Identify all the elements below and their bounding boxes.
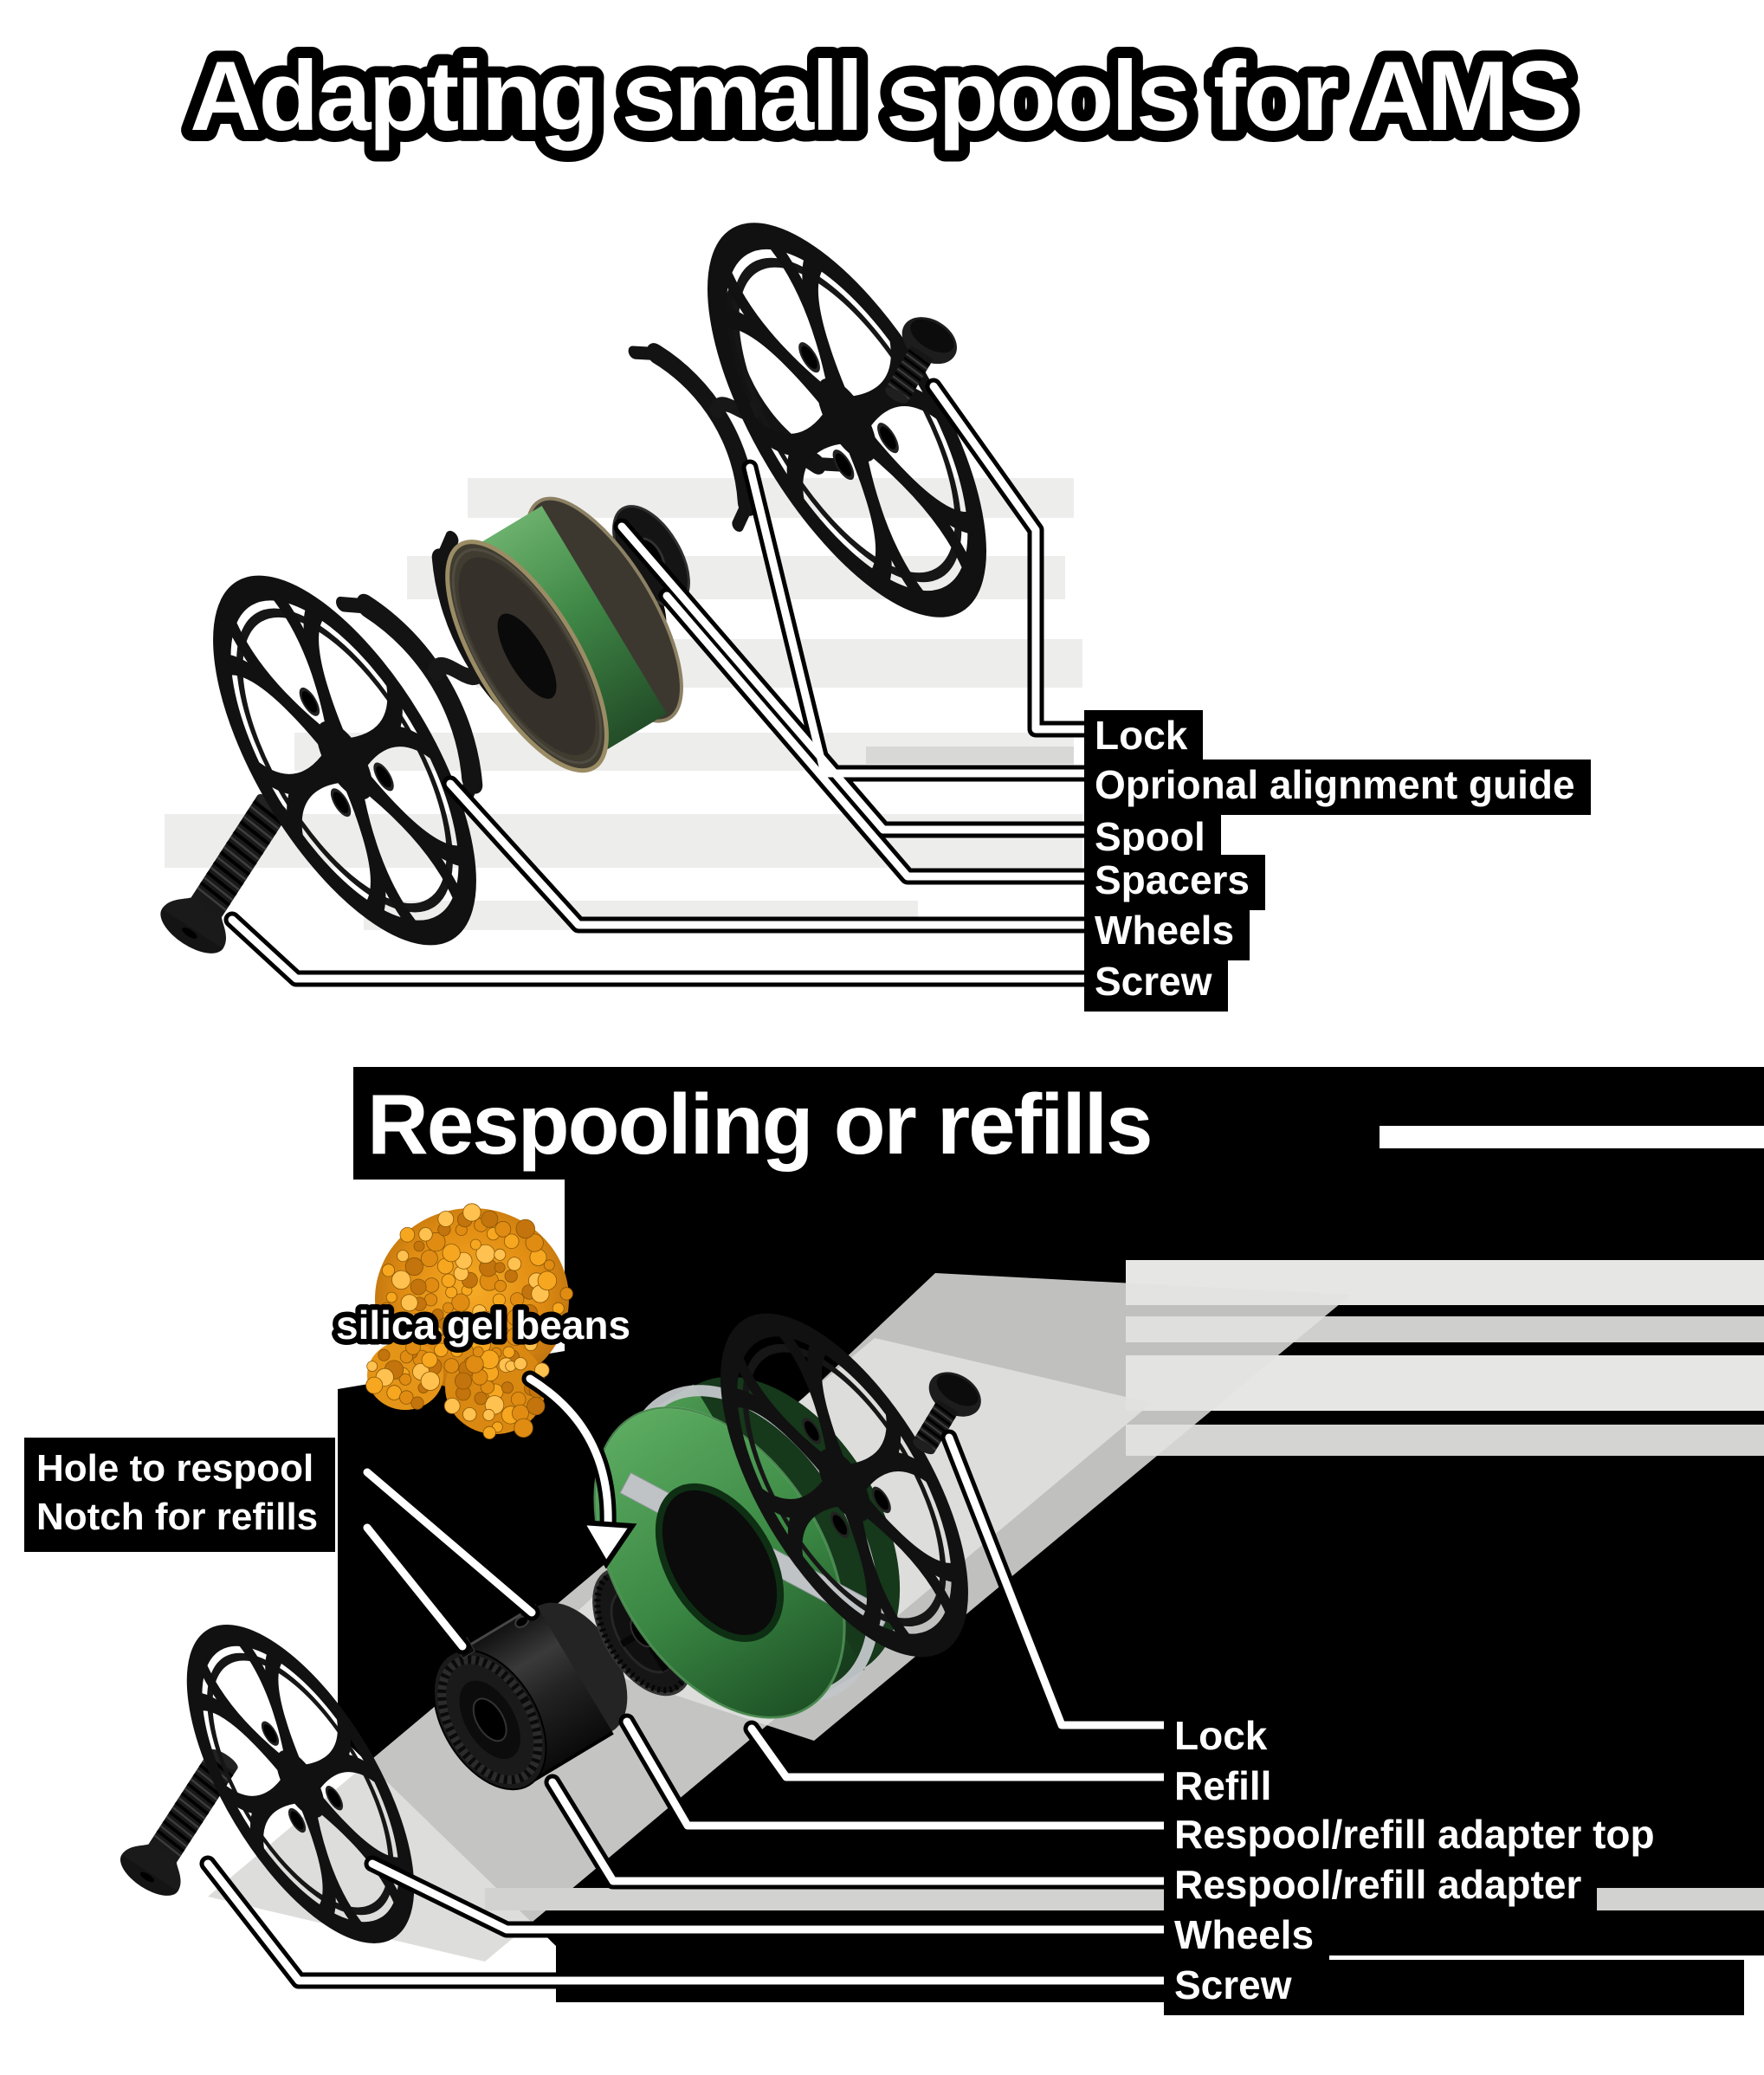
beans-arrow-head [577, 1519, 637, 1569]
refill-core-hole [655, 1483, 785, 1642]
title-rule [1380, 1126, 1764, 1148]
top-section-title: Adapting small spools for AMS [190, 42, 1570, 152]
callout-notch-for-refills: Notch for refills [36, 1496, 319, 1538]
beans-caption: silica gel beans [336, 1303, 630, 1348]
label-wheels: Wheels [1164, 1910, 1330, 1965]
label-alignment-guide: Oprional alignment guide [1084, 760, 1591, 815]
label-screw: Screw [1164, 1960, 1744, 2015]
beans-arrow-shaft [526, 1374, 612, 1530]
spool-icon [445, 496, 683, 773]
label-lock: Lock [1084, 710, 1204, 766]
callout-hole-to-respool: Hole to respool [36, 1447, 314, 1490]
leader-lines [204, 382, 1172, 1985]
hole-notch-callout: Hole to respool Notch for refills [24, 1438, 336, 1552]
label-adapter-top: Respool/refill adapter top [1164, 1809, 1670, 1865]
label-spacers: Spacers [1084, 855, 1266, 910]
label-refill: Refill [1164, 1761, 1288, 1816]
label-wheels: Wheels [1084, 905, 1250, 960]
label-lock: Lock [1164, 1710, 1283, 1766]
bottom-exploded-assembly [111, 1290, 1005, 1965]
silica-beans-icon [365, 1203, 573, 1440]
label-adapter: Respool/refill adapter [1164, 1859, 1598, 1915]
top-exploded-assembly [151, 197, 1028, 970]
label-screw: Screw [1084, 956, 1228, 1012]
bottom-section-title: Respooling or refills [367, 1076, 1151, 1172]
